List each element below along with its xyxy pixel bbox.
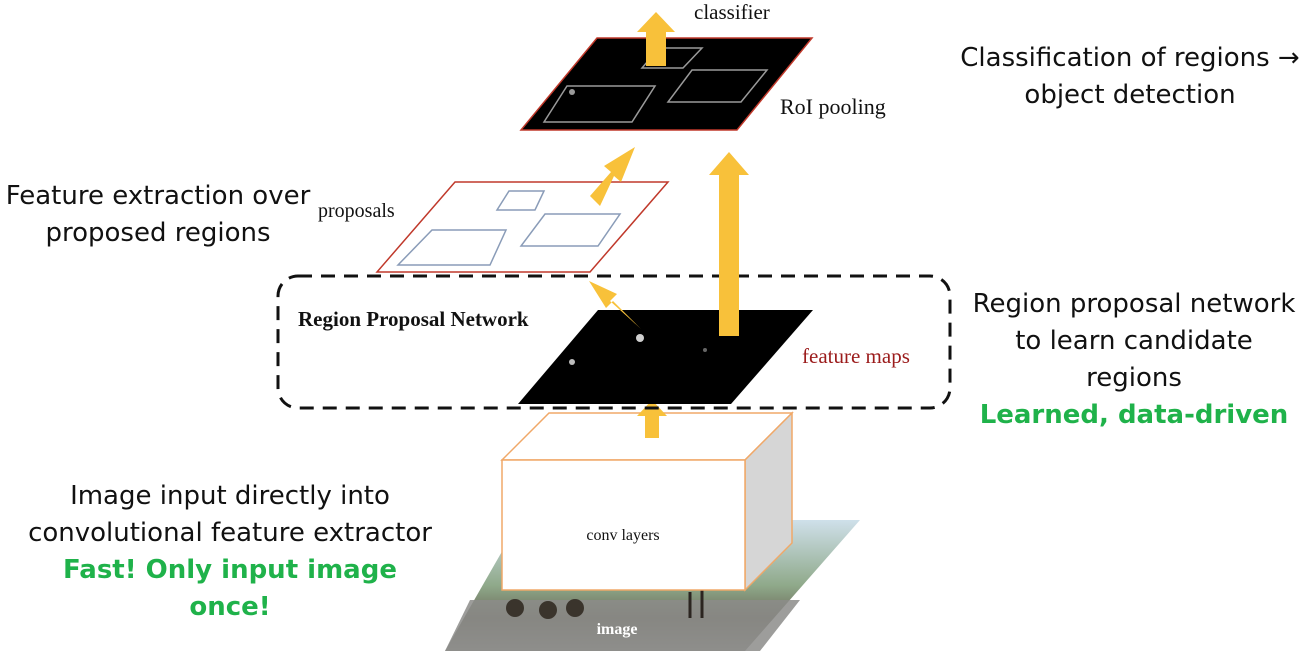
arrow-feature-maps-to-proposals (589, 281, 641, 329)
proposals-plane (375, 181, 670, 273)
annotation-bottom-left: Image input directly into convolutional … (20, 478, 440, 626)
roi-pooling-label: RoI pooling (780, 94, 886, 119)
annotation-left-middle-line1: Feature extraction over (5, 181, 311, 211)
feature-maps-plane (518, 310, 813, 404)
annotation-top-right-line2: object detection (1024, 80, 1236, 110)
feature-maps-label: feature maps (802, 344, 910, 368)
classifier-label: classifier (694, 0, 770, 24)
conv-layers-label: conv layers (586, 527, 659, 544)
rpn-dashed-box (276, 274, 952, 410)
annotation-right-middle-line1: Region proposal network (972, 289, 1296, 319)
annotation-top-right-line1: Classification of regions → (960, 43, 1300, 73)
annotation-left-middle-line2: proposed regions (45, 218, 271, 248)
annotation-bottom-left-line1: Image input directly into (70, 481, 390, 511)
annotation-left-middle: Feature extraction over proposed regions (0, 178, 316, 252)
annotation-bottom-left-line2: convolutional feature extractor (28, 518, 432, 548)
arrow-roi-to-classifier (637, 12, 675, 66)
rpn-label: Region Proposal Network (298, 307, 529, 331)
proposals-label: proposals (318, 200, 395, 222)
annotation-right-middle-line2: to learn candidate regions (1015, 326, 1253, 393)
annotation-top-right: Classification of regions → object detec… (960, 40, 1300, 114)
image-label: image (597, 621, 638, 638)
roi-pooling-plane (519, 37, 814, 131)
arrow-proposals-to-roi (590, 147, 635, 206)
arrow-feature-maps-to-roi (709, 152, 749, 336)
annotation-right-middle-highlight: Learned, data-driven (979, 400, 1289, 430)
annotation-bottom-left-highlight: Fast! Only input image once! (63, 555, 397, 622)
annotation-right-middle: Region proposal network to learn candida… (966, 286, 1302, 434)
conv-layers-box: conv layers (500, 411, 794, 592)
